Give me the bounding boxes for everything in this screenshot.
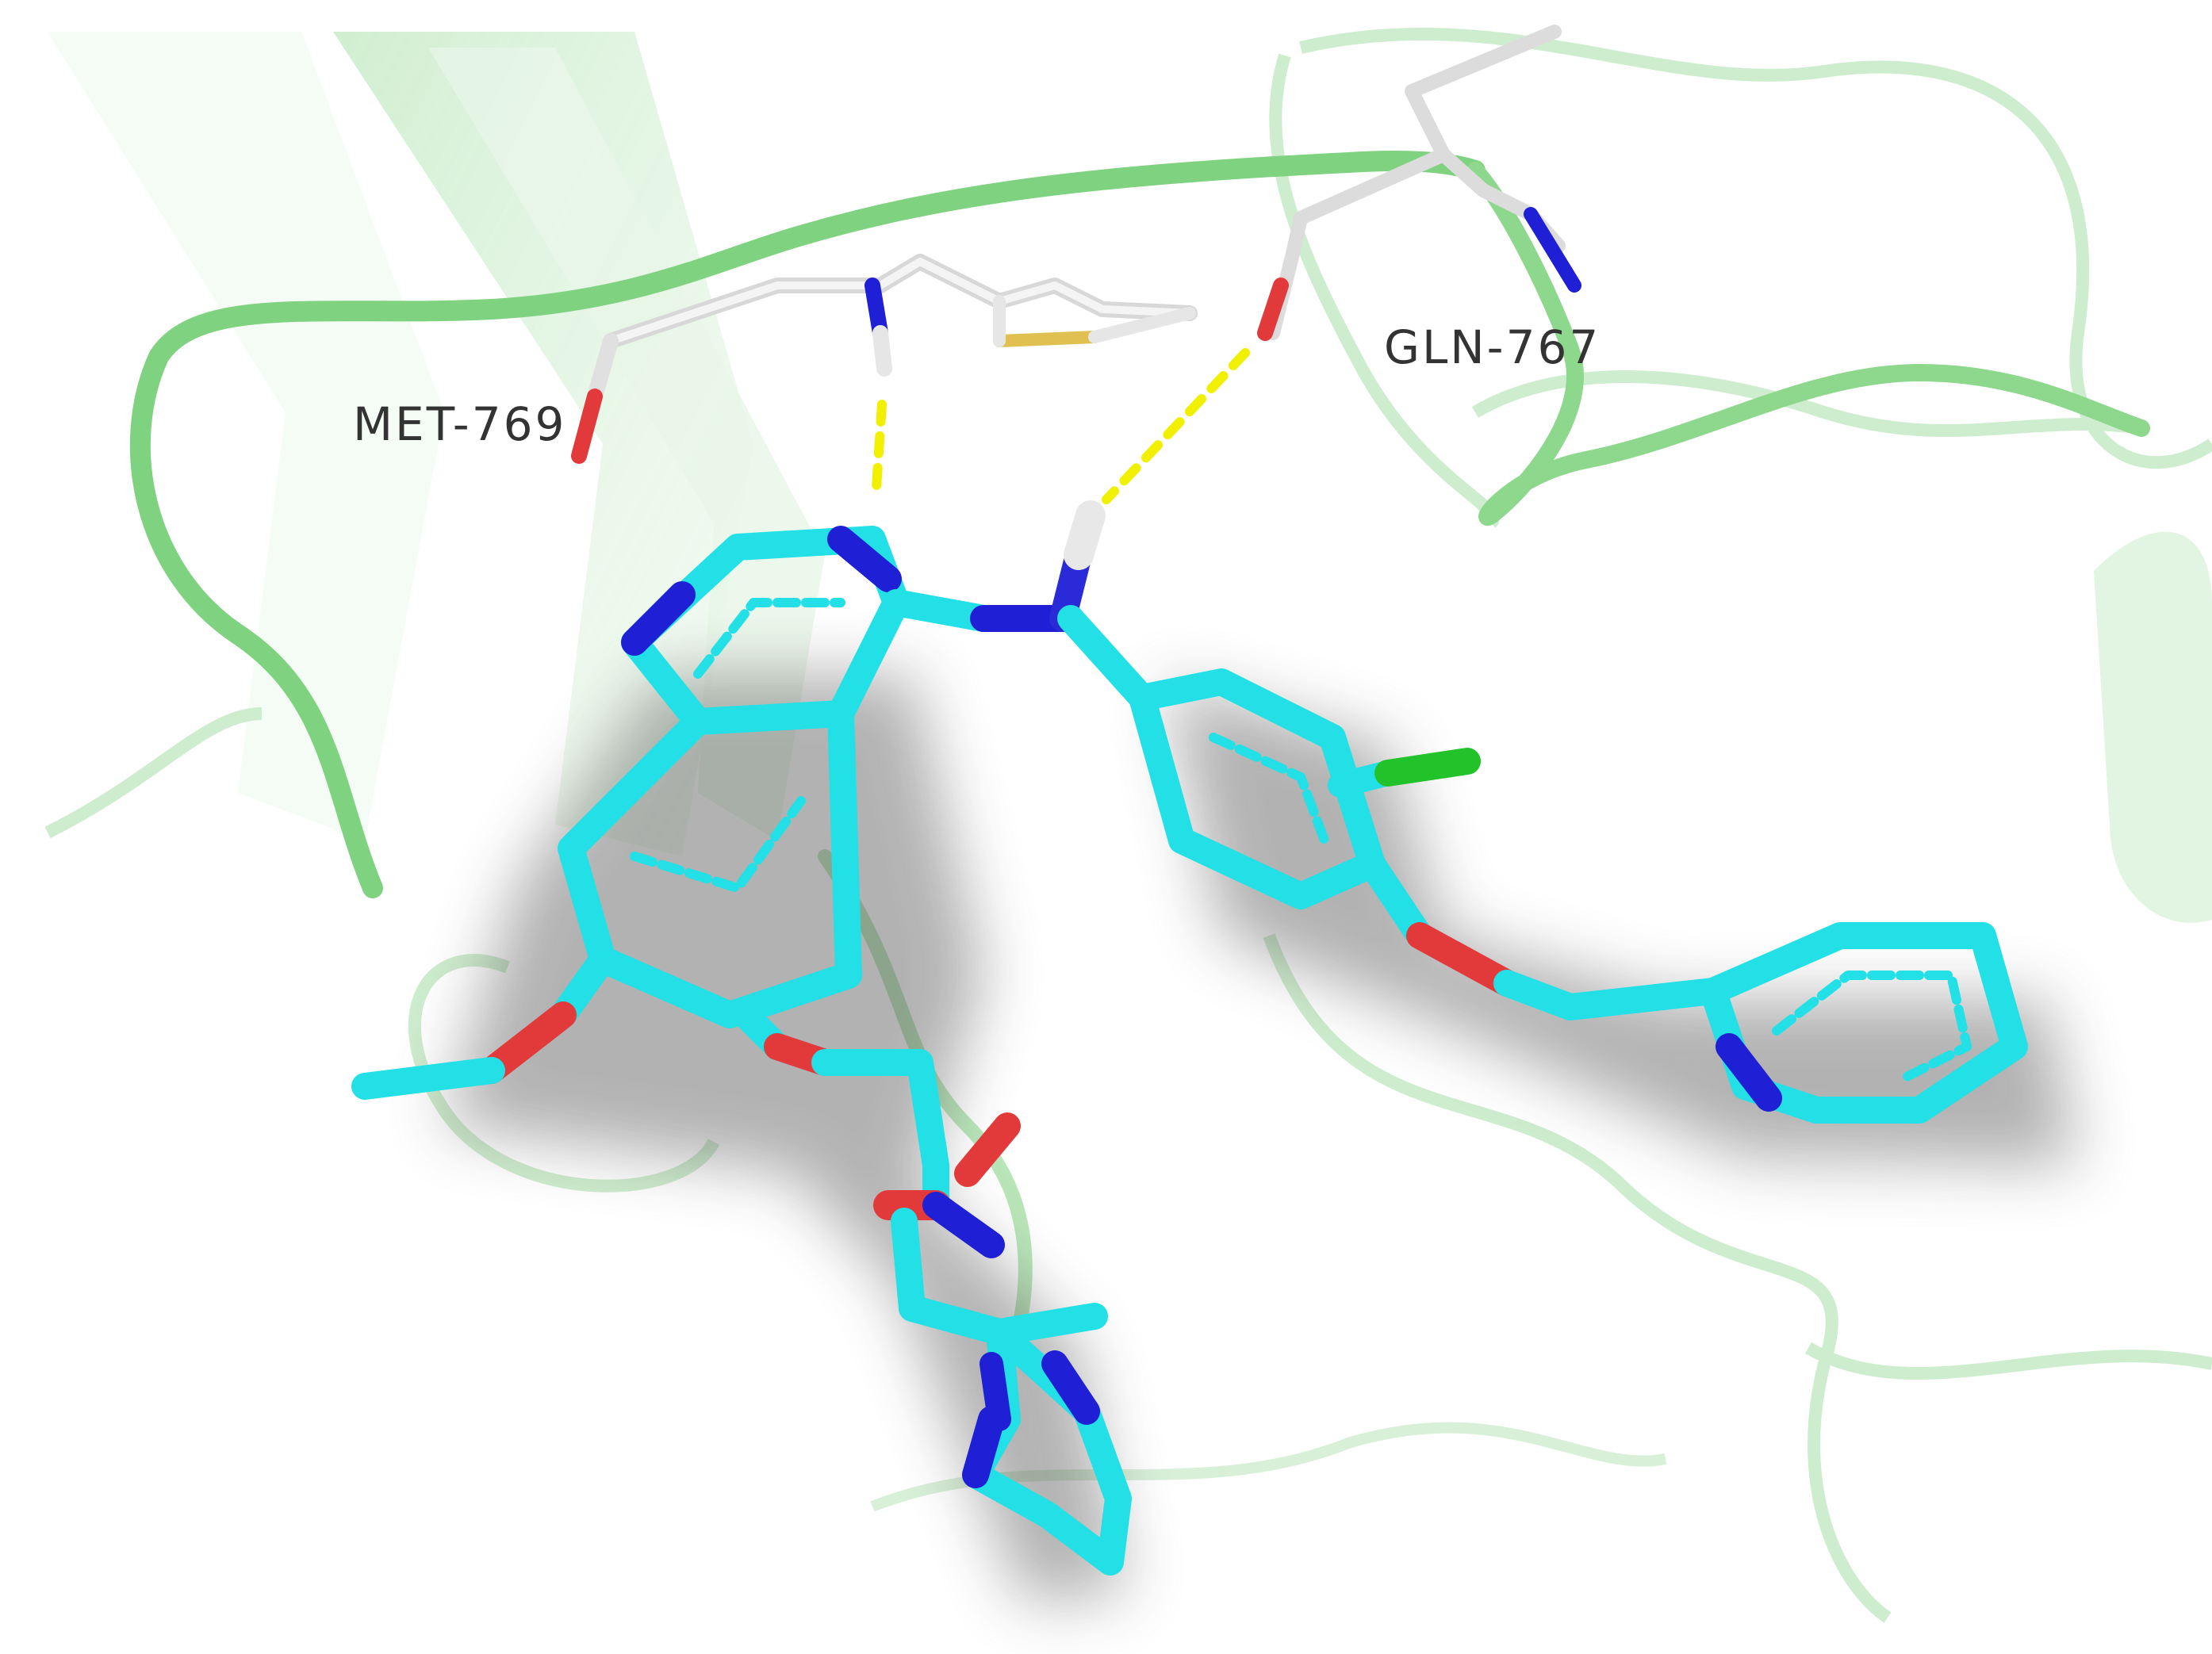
loop-faded-6	[44, 707, 263, 839]
methylene-link	[1493, 970, 1727, 1020]
aryl-ether-o	[1406, 922, 1520, 997]
ligand	[351, 500, 2028, 1576]
phenyl-inner	[1209, 733, 1329, 845]
amine-h	[1064, 500, 1106, 570]
gln-carbonyl-o	[1257, 278, 1289, 341]
main-loop	[129, 151, 1486, 898]
so2-n	[922, 1192, 1005, 1258]
loop-faded-1	[1299, 28, 2212, 469]
sheet-strand-3	[48, 32, 444, 840]
loop-faded-4	[1805, 1342, 2212, 1380]
gln-chain	[1266, 25, 1562, 340]
label-met-769: MET-769	[353, 397, 566, 451]
so2-o2	[954, 1112, 1021, 1187]
residue-gln-767	[1257, 25, 1581, 341]
side-chain	[891, 1208, 1108, 1346]
imidazole-n3	[979, 1352, 1011, 1431]
loop-faded-2	[1269, 53, 1500, 528]
ligand-shadow	[444, 674, 2078, 1602]
ring-n1	[621, 581, 696, 656]
pyridine-n	[1716, 1033, 1782, 1112]
imidazole-n2	[1041, 1350, 1100, 1425]
met-nh-n	[864, 278, 888, 341]
met-backbone-hl	[607, 258, 1194, 345]
label-gln-767: GLN-767	[1384, 320, 1601, 374]
benzo-ring	[558, 700, 862, 1028]
met-ce	[1088, 307, 1196, 343]
methoxy-c	[351, 1057, 505, 1100]
amine-bond-1	[883, 589, 997, 632]
loop-faded-5	[408, 954, 720, 1193]
gln-amide-n	[1524, 207, 1581, 293]
pyridine-inner	[1772, 971, 1972, 1083]
imidazole-n1	[962, 1406, 1005, 1488]
loop-faded-8	[1471, 370, 2143, 438]
hbond-gln-767	[1102, 348, 1250, 504]
met-sulfur	[993, 331, 1101, 347]
pyrimidine-inner	[693, 598, 845, 679]
hbond-met-769	[872, 400, 887, 492]
helix-right	[2094, 531, 2212, 923]
loop-faded-3	[1263, 933, 1892, 1623]
aryl-ether-bond	[1359, 851, 1433, 949]
ether-chain	[811, 1049, 949, 1219]
methoxy-o	[478, 1001, 577, 1084]
amine-bond-2	[1057, 605, 1156, 711]
met-carbonyl-o	[571, 389, 603, 464]
ring-n3	[827, 526, 902, 592]
residue-met-769	[571, 254, 1198, 464]
hydrogen-bonds	[872, 348, 1250, 504]
met-carbonyl-c	[587, 333, 619, 404]
chlorine	[1374, 748, 1481, 787]
met-nh-h	[872, 325, 892, 377]
right-loop	[1466, 162, 2150, 526]
benzo-inner	[630, 796, 806, 893]
